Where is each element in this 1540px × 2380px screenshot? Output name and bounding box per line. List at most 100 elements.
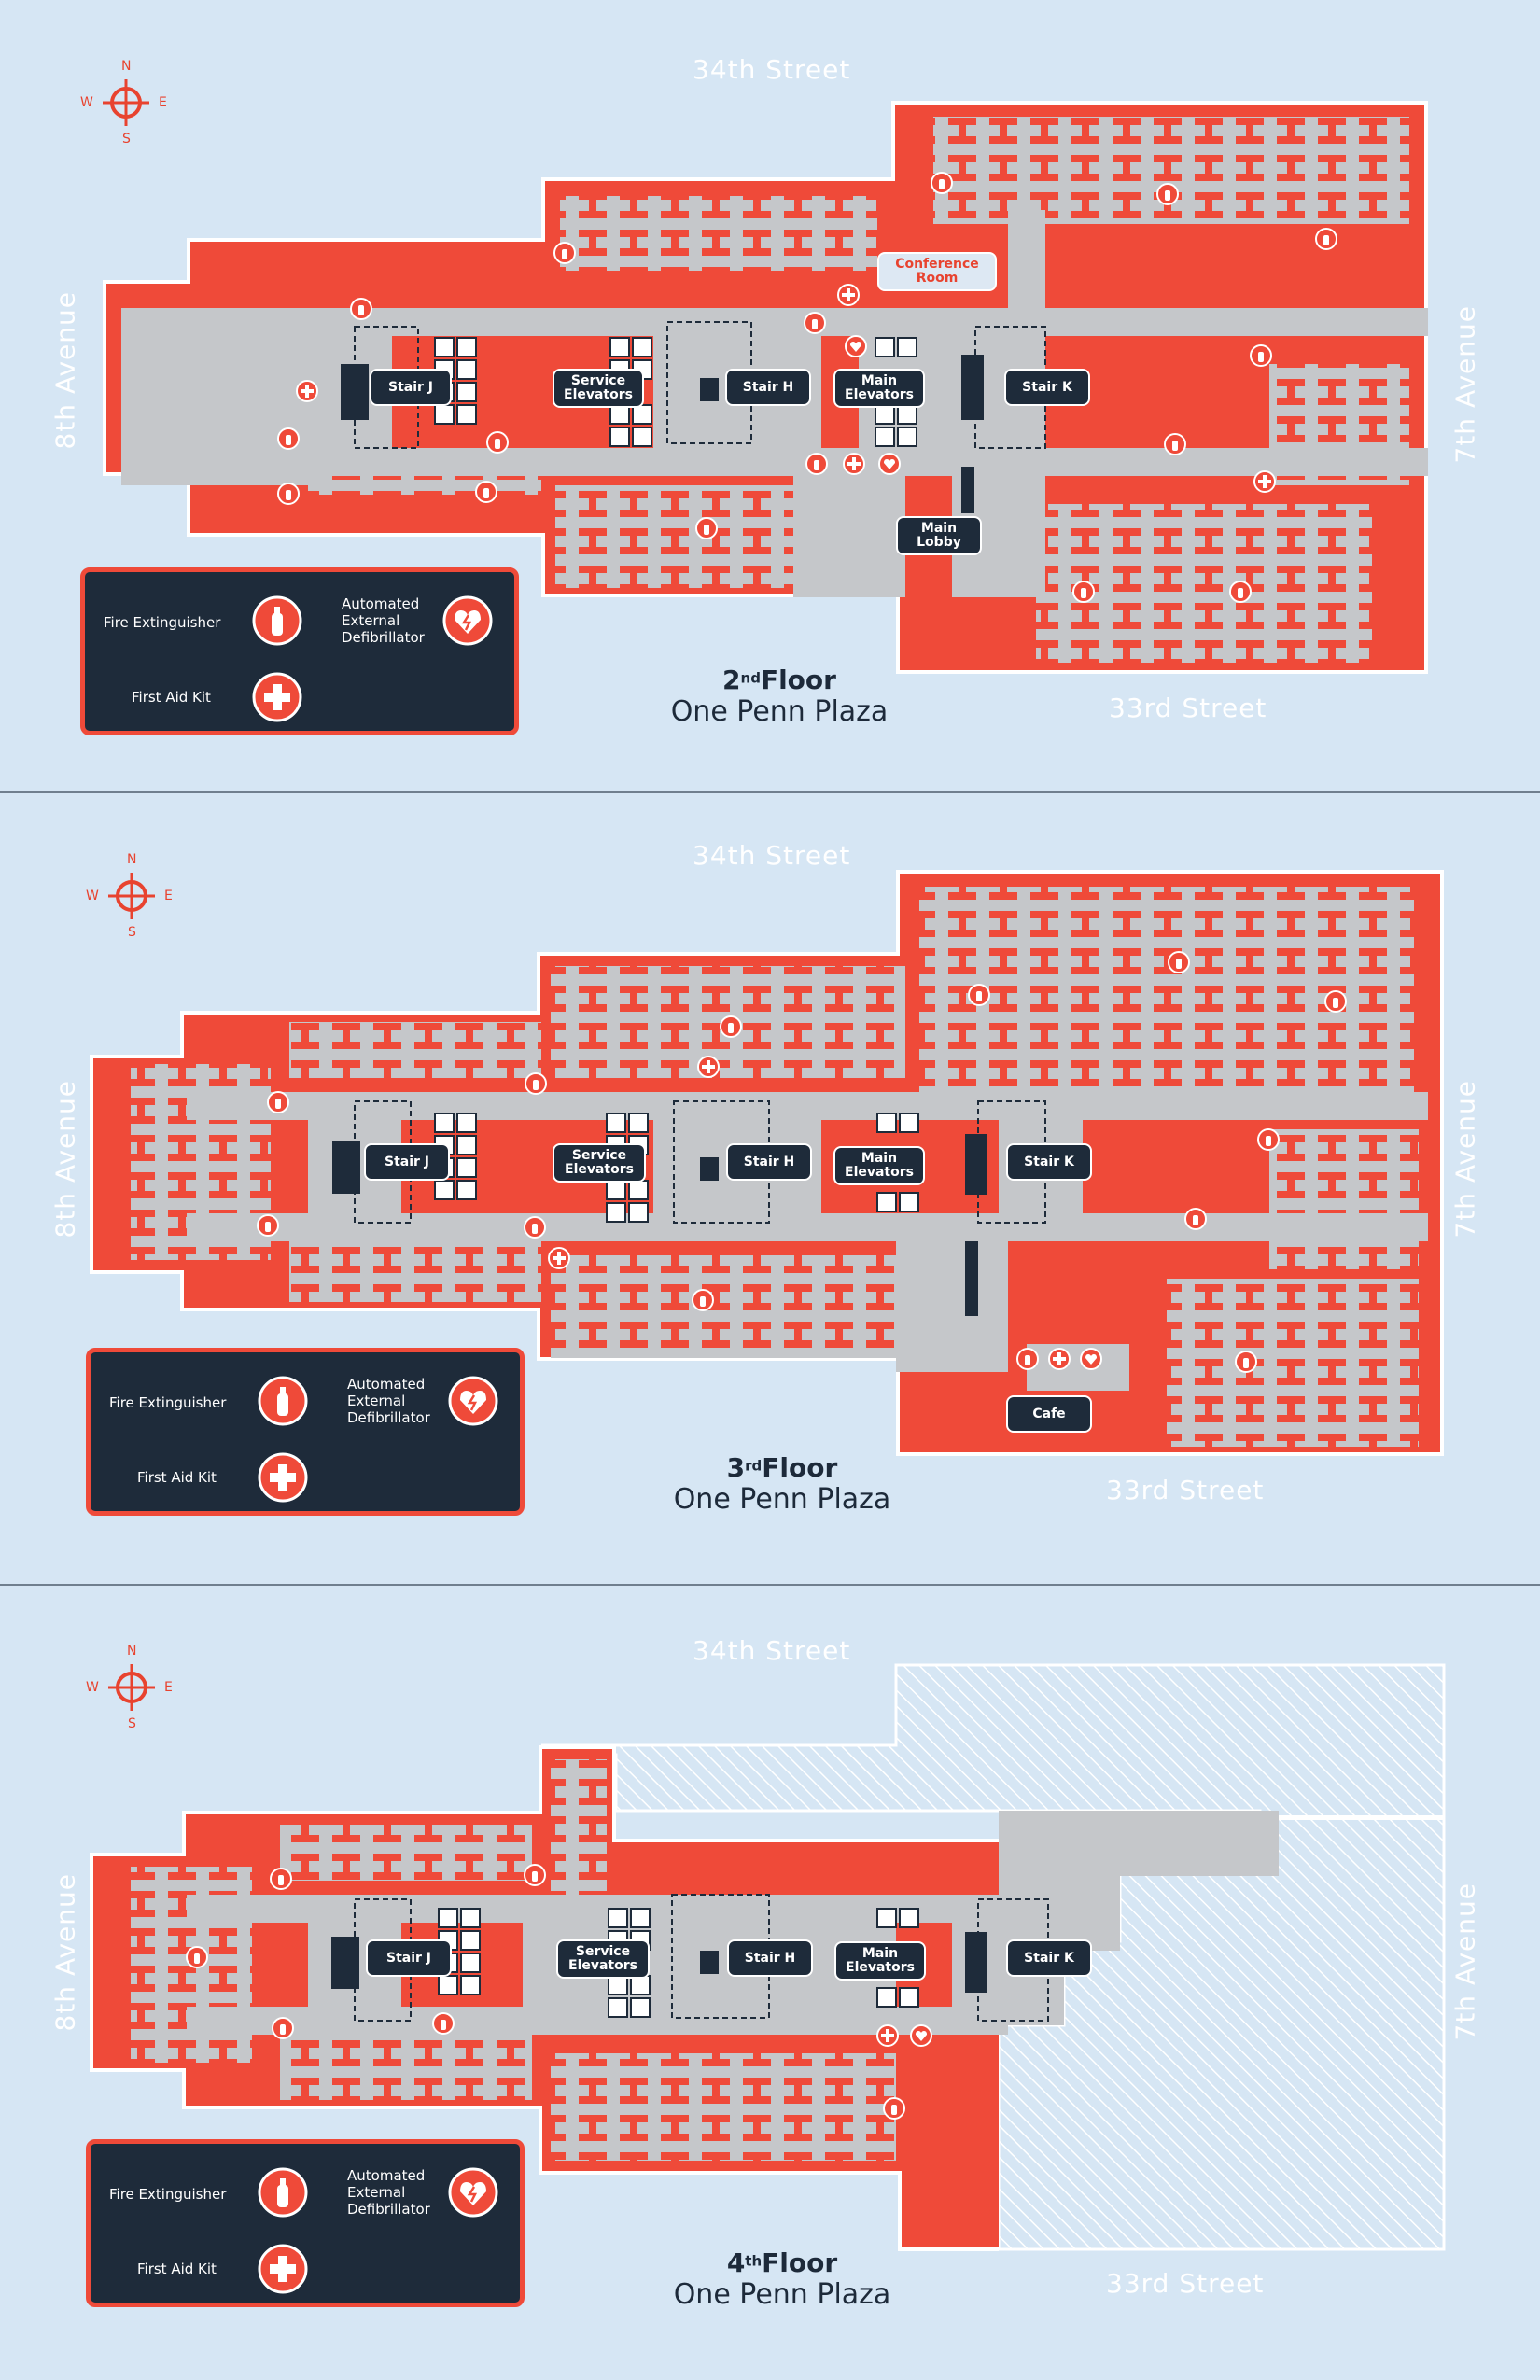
first-aid-icon	[1253, 470, 1276, 493]
stair-k-label: Stair K	[1006, 1143, 1092, 1181]
first-aid-icon	[876, 2024, 899, 2047]
floor-2-legend: Fire Extinguisher Automated External Def…	[80, 567, 519, 735]
legend-fire-extinguisher-label: Fire Extinguisher	[109, 2186, 227, 2203]
main-elevators-label: Main Elevators	[833, 1146, 925, 1185]
north-street-label: 34th Street	[693, 840, 851, 871]
fire-extinguisher-icon	[1257, 1128, 1280, 1151]
fire-extinguisher-icon	[277, 427, 300, 450]
first-aid-icon	[837, 284, 860, 306]
floor-2-panel: N S W E 34th Street 33rd Street 8th Aven…	[0, 0, 1540, 793]
floor-4-plan	[90, 1663, 1446, 2251]
aed-icon	[845, 335, 867, 357]
compass-n: N	[127, 852, 137, 867]
fire-extinguisher-icon	[258, 1376, 308, 1426]
fire-extinguisher-icon	[258, 2167, 308, 2218]
south-street-label: 33rd Street	[1106, 2268, 1265, 2299]
aed-icon	[1080, 1348, 1102, 1370]
floor-4-panel: N S W E 34th Street 33rd Street 8th Aven…	[0, 1587, 1540, 2380]
fire-extinguisher-icon	[257, 1214, 279, 1237]
stair-j-label: Stair J	[366, 1939, 452, 1977]
fire-extinguisher-icon	[720, 1015, 742, 1038]
fire-extinguisher-icon	[1235, 1351, 1257, 1373]
service-elevators-label: Service Elevators	[556, 1939, 650, 1979]
stair-h-label: Stair H	[726, 1143, 812, 1181]
compass-w: W	[86, 1680, 99, 1695]
fire-extinguisher-icon	[692, 1289, 714, 1311]
compass-s: S	[128, 1716, 136, 1731]
compass-e: E	[164, 1680, 173, 1695]
fire-extinguisher-icon	[1324, 990, 1347, 1013]
fire-extinguisher-icon	[524, 1864, 546, 1886]
conference-room-label: Conference Room	[877, 252, 997, 291]
first-aid-icon	[1048, 1348, 1071, 1370]
legend-fire-extinguisher-label: Fire Extinguisher	[109, 1394, 227, 1411]
floor-divider-1	[0, 791, 1540, 793]
legend-first-aid-label: First Aid Kit	[137, 1469, 217, 1486]
fire-extinguisher-icon	[804, 312, 826, 334]
first-aid-icon	[296, 380, 318, 402]
first-aid-icon	[697, 1056, 720, 1078]
service-elevators-label: Service Elevators	[553, 369, 644, 408]
stair-j-label: Stair J	[370, 369, 452, 406]
north-street-label: 34th Street	[693, 54, 851, 85]
fire-extinguisher-icon	[931, 172, 953, 194]
fire-extinguisher-icon	[277, 483, 300, 505]
floor-4-title: 4thFloor One Penn Plaza	[673, 2247, 891, 2311]
fire-extinguisher-icon	[432, 2012, 455, 2035]
fire-extinguisher-icon	[1184, 1208, 1207, 1230]
fire-extinguisher-icon	[1156, 183, 1179, 205]
fire-extinguisher-icon	[1072, 581, 1095, 603]
fire-extinguisher-icon	[270, 1868, 292, 1890]
service-elevators-label: Service Elevators	[553, 1143, 646, 1183]
compass-w: W	[86, 889, 99, 903]
fire-extinguisher-icon	[350, 298, 372, 320]
legend-aed-label: Automated External Defibrillator	[347, 2167, 430, 2218]
fire-extinguisher-icon	[524, 1216, 546, 1239]
fire-extinguisher-icon	[695, 517, 718, 539]
compass-s: S	[122, 132, 131, 147]
stair-k-label: Stair K	[1006, 1939, 1092, 1977]
aed-icon	[878, 453, 901, 475]
legend-first-aid-label: First Aid Kit	[137, 2261, 217, 2277]
aed-icon	[910, 2024, 932, 2047]
stair-j-label: Stair J	[364, 1143, 450, 1181]
compass-icon: N S W E	[86, 852, 174, 940]
fire-extinguisher-icon	[1016, 1348, 1039, 1370]
fire-extinguisher-icon	[1250, 344, 1272, 367]
compass-w: W	[80, 95, 93, 110]
fire-extinguisher-icon	[186, 1946, 208, 1968]
first-aid-icon	[258, 1452, 308, 1503]
stair-h-label: Stair H	[727, 1939, 813, 1977]
compass-e: E	[159, 95, 167, 110]
fire-extinguisher-icon	[252, 595, 302, 646]
main-elevators-label: Main Elevators	[834, 1941, 926, 1981]
fire-extinguisher-icon	[486, 431, 509, 454]
fire-extinguisher-icon	[883, 2097, 905, 2120]
floor-divider-2	[0, 1584, 1540, 1586]
fire-extinguisher-icon	[1315, 228, 1337, 250]
south-street-label: 33rd Street	[1106, 1475, 1265, 1505]
aed-icon	[448, 1376, 498, 1426]
fire-extinguisher-icon	[475, 481, 497, 503]
first-aid-icon	[252, 672, 302, 722]
fire-extinguisher-icon	[1164, 433, 1186, 455]
main-lobby-label: Main Lobby	[896, 516, 982, 555]
floor-3-panel: N S W E 34th Street 33rd Street 8th Aven…	[0, 793, 1540, 1585]
legend-aed-label: Automated External Defibrillator	[347, 1376, 430, 1426]
legend-aed-label: Automated External Defibrillator	[342, 595, 425, 646]
legend-fire-extinguisher-label: Fire Extinguisher	[104, 614, 221, 631]
first-aid-icon	[258, 2244, 308, 2294]
compass-icon: N S W E	[86, 1644, 174, 1731]
compass-n: N	[121, 59, 132, 74]
fire-extinguisher-icon	[1168, 951, 1190, 973]
north-street-label: 34th Street	[693, 1635, 851, 1666]
fire-extinguisher-icon	[272, 2017, 294, 2039]
fire-extinguisher-icon	[805, 453, 828, 475]
main-elevators-label: Main Elevators	[833, 369, 925, 408]
cafe-label: Cafe	[1006, 1395, 1092, 1433]
legend-first-aid-label: First Aid Kit	[132, 689, 211, 706]
first-aid-icon	[548, 1247, 570, 1269]
south-street-label: 33rd Street	[1109, 693, 1267, 723]
floor-2-title: 2ndFloor One Penn Plaza	[670, 665, 889, 728]
fire-extinguisher-icon	[968, 984, 990, 1006]
